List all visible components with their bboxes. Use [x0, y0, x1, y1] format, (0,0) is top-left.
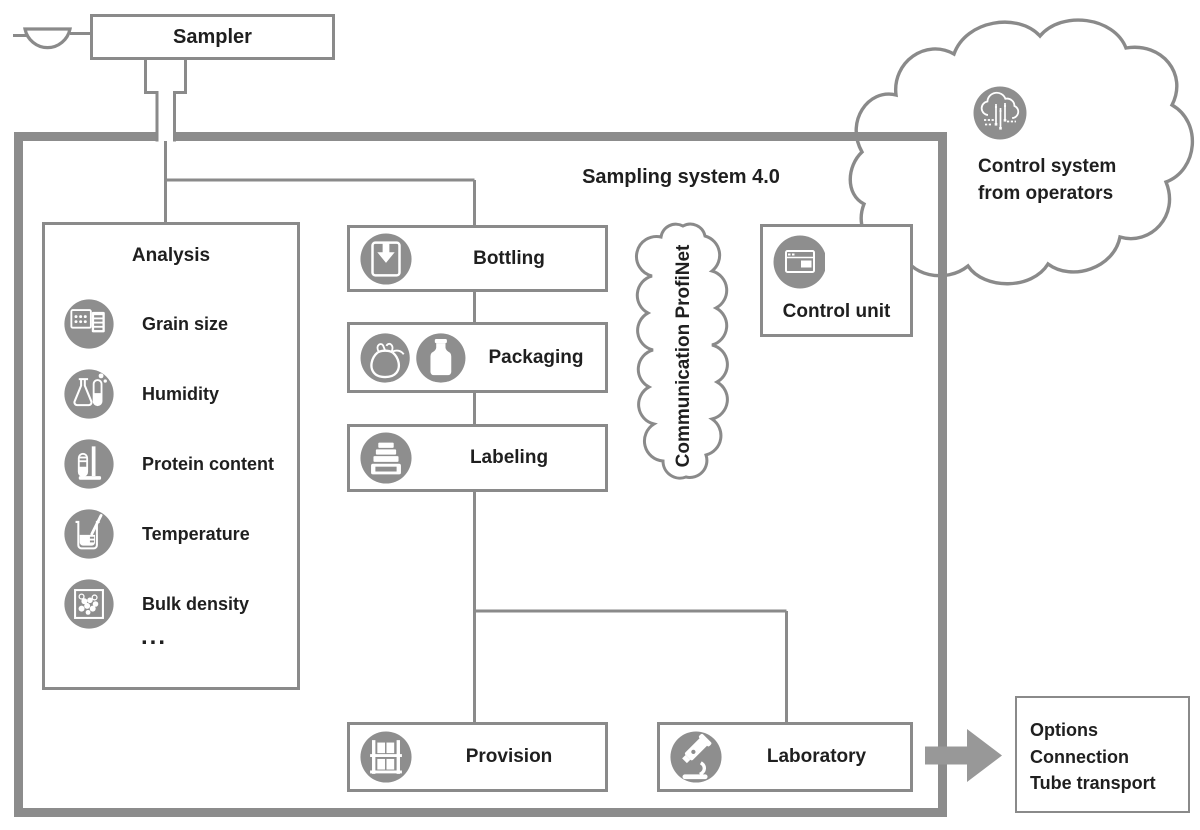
- analysis-item-label: Grain size: [142, 313, 229, 334]
- microscope-icon: [670, 731, 722, 783]
- analysis-item-label: Bulk density: [142, 593, 250, 614]
- control-unit-box: Control unit: [760, 224, 913, 337]
- iot-cloud-icon: [973, 86, 1027, 140]
- analysis-item-bulk-density: Bulk density: [63, 576, 249, 632]
- options-line-connection: Connection: [1030, 746, 1129, 767]
- packaging-icons: [360, 332, 466, 383]
- bottling-box: Bottling: [347, 225, 608, 292]
- system-title: Sampling system 4.0: [582, 166, 780, 188]
- provision-label: Provision: [465, 746, 553, 767]
- bag-icon: [360, 332, 410, 383]
- options-line-tube-transport: Tube transport: [1030, 773, 1156, 793]
- storage-rack-icon: [360, 731, 412, 783]
- analysis-item-humidity: Humidity: [63, 366, 219, 422]
- analysis-more-ellipsis: ...: [141, 623, 168, 650]
- main-frame: [14, 132, 947, 817]
- packaging-box: Packaging: [347, 322, 608, 393]
- bottle-icon: [416, 332, 466, 383]
- operators-cloud-line1: Control system: [978, 156, 1117, 177]
- analysis-title: Analysis: [131, 245, 211, 266]
- sampler-box: Sampler: [90, 14, 335, 60]
- analysis-item-label: Temperature: [142, 523, 250, 544]
- exit-arrow-icon: [925, 729, 1002, 782]
- connector-lines: [164, 141, 788, 723]
- options-line-options: Options: [1030, 720, 1098, 740]
- analysis-item-label: Protein content: [142, 453, 275, 474]
- provision-box: Provision: [347, 722, 608, 792]
- profinet-cloud-shape: [635, 222, 729, 480]
- sampler-label: Sampler: [173, 25, 252, 48]
- analysis-panel: Analysis Grain size Humidity: [42, 222, 300, 690]
- control-unit-label: Control unit: [782, 301, 891, 322]
- funnel-outline: [144, 59, 187, 142]
- operators-cloud-text: Control system from operators: [978, 153, 1116, 207]
- bottling-icon: [360, 232, 412, 285]
- temperature-icon: [64, 509, 114, 559]
- profinet-label: Communication ProfiNet: [673, 244, 694, 468]
- protein-content-icon: [64, 439, 114, 489]
- labeling-box: Labeling: [347, 424, 608, 492]
- labeling-label: Labeling: [469, 447, 549, 468]
- bottling-label: Bottling: [473, 247, 545, 269]
- control-panel-icon: [773, 235, 825, 289]
- funnel-interior: [147, 59, 184, 142]
- laboratory-box: Laboratory: [657, 722, 913, 792]
- bulk-density-icon: [64, 579, 114, 629]
- analysis-item-protein: Protein content: [63, 436, 274, 492]
- operators-cloud-line2: from operators: [978, 183, 1114, 204]
- packaging-label: Packaging: [488, 346, 584, 368]
- options-box: Options Connection Tube transport: [1015, 696, 1190, 813]
- sample-bowl-icon: [13, 32, 91, 37]
- humidity-icon: [64, 369, 114, 419]
- grain-size-icon: [64, 299, 114, 349]
- analysis-item-label: Humidity: [142, 383, 220, 404]
- laboratory-label: Laboratory: [766, 746, 867, 767]
- analysis-item-temperature: Temperature: [63, 506, 250, 562]
- analysis-item-grain-size: Grain size: [63, 296, 228, 352]
- label-printer-icon: [360, 432, 412, 484]
